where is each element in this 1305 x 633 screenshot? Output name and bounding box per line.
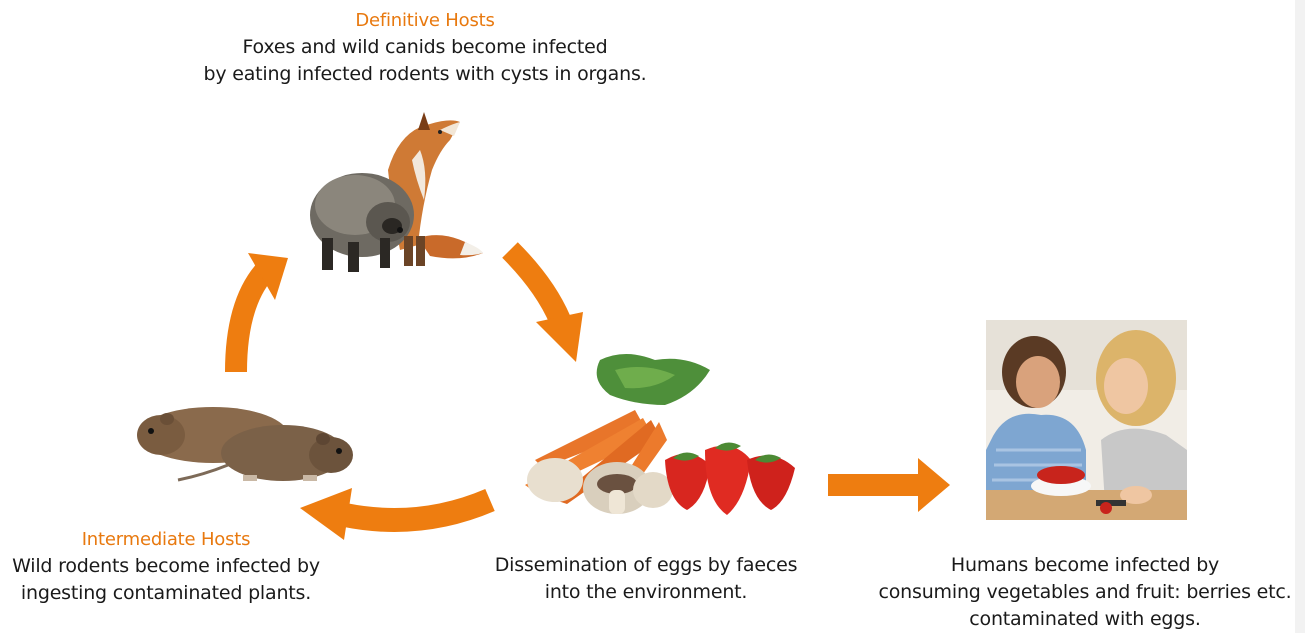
definitive-hosts-line-1: Foxes and wild canids become infected — [150, 34, 700, 61]
humans-caption: Humans become infected by consuming vege… — [865, 552, 1305, 633]
definitive-hosts-line-2: by eating infected rodents with cysts in… — [150, 61, 700, 88]
humans-line-1: Humans become infected by — [865, 552, 1305, 579]
arrow-rodents-to-foxes — [236, 253, 288, 372]
definitive-hosts-heading: Definitive Hosts — [150, 7, 700, 34]
dissemination-caption: Dissemination of eggs by faeces into the… — [470, 552, 822, 606]
dissemination-line-2: into the environment. — [470, 579, 822, 606]
definitive-hosts-caption: Definitive Hosts Foxes and wild canids b… — [150, 7, 700, 88]
intermediate-hosts-line-1: Wild rodents become infected by — [0, 553, 332, 580]
fox-raccoon-dog-photo — [300, 110, 495, 280]
humans-line-3: contaminated with eggs. — [865, 606, 1305, 633]
vegetables-photo — [515, 350, 805, 522]
humans-photo — [986, 320, 1187, 520]
arrow-environment-to-humans — [828, 458, 950, 512]
intermediate-hosts-line-2: ingesting contaminated plants. — [0, 580, 332, 607]
humans-line-2: consuming vegetables and fruit: berries … — [865, 579, 1305, 606]
arrow-foxes-to-environment — [510, 250, 583, 362]
intermediate-hosts-heading: Intermediate Hosts — [0, 526, 332, 553]
intermediate-hosts-caption: Intermediate Hosts Wild rodents become i… — [0, 526, 332, 607]
dissemination-line-1: Dissemination of eggs by faeces — [470, 552, 822, 579]
rodent-photo — [133, 395, 358, 490]
